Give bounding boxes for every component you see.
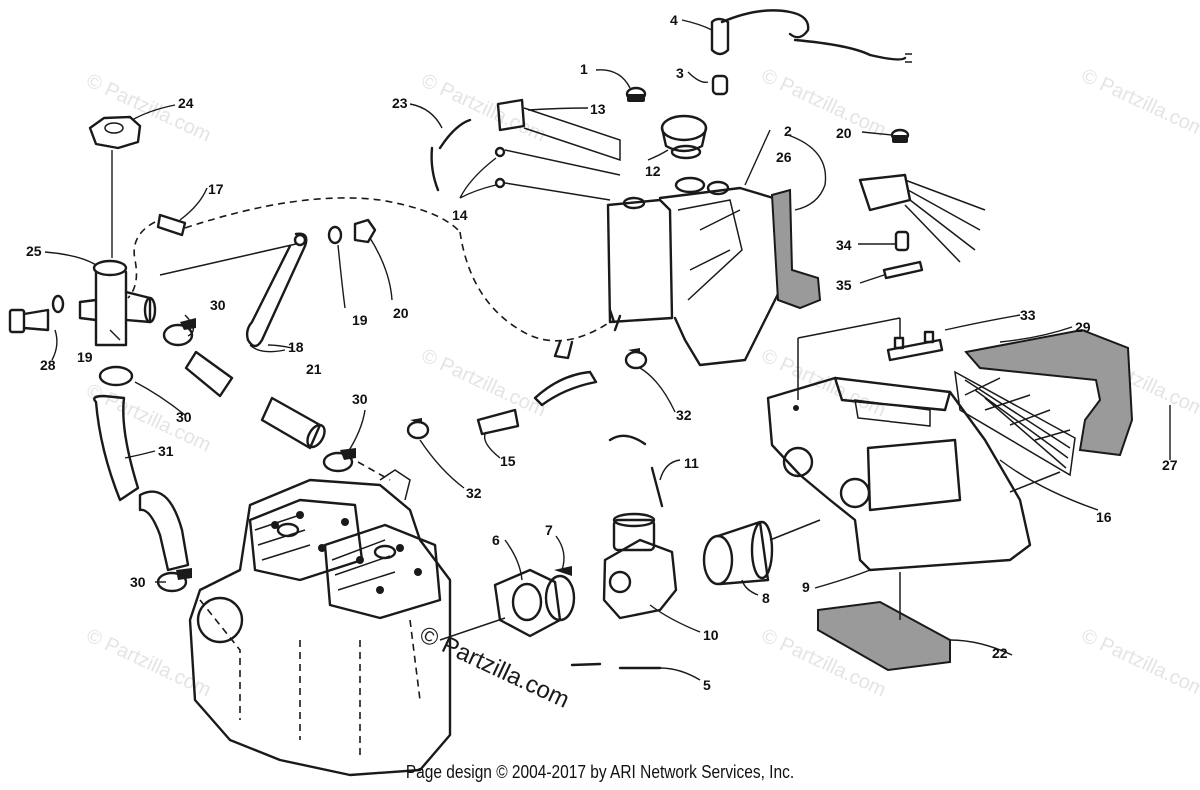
hose-clamp	[624, 348, 648, 370]
tank-bracket	[496, 98, 621, 201]
callout-21: 21	[306, 361, 322, 377]
hose-clamp	[162, 318, 196, 347]
watermark-text: © Partzilla.com	[758, 65, 889, 142]
callout-15: 15	[500, 453, 516, 469]
tee-fitting	[78, 259, 157, 347]
carb-clamp	[544, 566, 576, 622]
intake-boot	[702, 520, 774, 586]
watermark-text: © Partzilla.com	[418, 70, 549, 147]
watermark-text: © Partzilla.com	[1078, 625, 1200, 702]
callout-1: 1	[580, 61, 588, 77]
filler-cap	[660, 114, 708, 160]
bolt	[8, 294, 65, 334]
callout-35: 35	[836, 277, 852, 293]
callout-34: 34	[836, 237, 852, 253]
callout-4: 4	[670, 12, 678, 28]
vent-line	[430, 118, 472, 192]
watermarks: © Partzilla.com © Partzilla.com © Partzi…	[83, 65, 1200, 702]
leader-lines	[44, 19, 1171, 681]
watermark-text: © Partzilla.com	[83, 70, 214, 147]
callout-23: 23	[392, 95, 408, 111]
callout-20: 20	[393, 305, 409, 321]
watermark-large: © Partzilla.com	[415, 621, 573, 714]
callout-30: 30	[352, 391, 368, 407]
callout-27: 27	[1162, 457, 1178, 473]
callout-32: 32	[466, 485, 482, 501]
callout-14: 14	[452, 207, 468, 223]
radiator-cap	[88, 115, 142, 258]
callout-28: 28	[40, 357, 56, 373]
callout-20: 20	[836, 125, 852, 141]
callout-12: 12	[645, 163, 661, 179]
inlet-duct	[964, 328, 1134, 457]
engine	[188, 469, 452, 777]
callout-7: 7	[545, 522, 553, 538]
callout-5: 5	[703, 677, 711, 693]
hose-clamp	[322, 448, 356, 473]
callout-8: 8	[762, 590, 770, 606]
callout-30: 30	[210, 297, 226, 313]
foam-pad	[817, 600, 951, 672]
fuel-line	[476, 340, 664, 670]
callout-2: 2	[784, 123, 792, 139]
callout-17: 17	[208, 181, 224, 197]
side-bracket	[770, 188, 822, 310]
callout-26: 26	[776, 149, 792, 165]
callout-33: 33	[1020, 307, 1036, 323]
hose-strap	[159, 218, 377, 348]
callout-22: 22	[992, 645, 1008, 661]
callout-25: 25	[26, 243, 42, 259]
oil-tank	[606, 176, 787, 367]
callout-11: 11	[684, 455, 699, 471]
air-silencer	[766, 376, 1032, 572]
watermark-text: © Partzilla.com	[1078, 65, 1200, 142]
callout-10: 10	[703, 627, 719, 643]
elbow-hose	[93, 394, 190, 572]
callout-31: 31	[158, 443, 174, 459]
coolant-hose	[184, 350, 326, 450]
callout-30: 30	[130, 574, 146, 590]
callout-9: 9	[802, 579, 810, 595]
callout-32: 32	[676, 407, 692, 423]
watermark-text: © Partzilla.com	[418, 345, 549, 422]
callout-3: 3	[676, 65, 684, 81]
callout-16: 16	[1096, 509, 1112, 525]
callout-29: 29	[1075, 319, 1091, 335]
hose-clamp	[98, 365, 134, 387]
callout-6: 6	[492, 532, 500, 548]
callout-30: 30	[176, 409, 192, 425]
small-cap	[625, 86, 647, 102]
page-footer: Page design © 2004-2017 by ARI Network S…	[405, 762, 795, 782]
callouts: 1 2 3 4 5 6 7 8 9 10 11 12 13 14 15 16 1…	[26, 12, 1178, 693]
mount-hardware	[882, 128, 944, 362]
hose-clamp	[156, 568, 192, 593]
callout-24: 24	[178, 95, 194, 111]
callout-19: 19	[352, 312, 368, 328]
intake-flange	[493, 568, 562, 638]
hose-clamp	[406, 418, 430, 440]
callout-18: 18	[288, 339, 304, 355]
level-sensor	[710, 9, 912, 96]
bypass-hose	[127, 197, 611, 342]
wiring-harness	[858, 173, 986, 263]
screw	[494, 146, 506, 189]
callout-13: 13	[590, 101, 606, 117]
callout-19: 19	[77, 349, 93, 365]
air-screen	[954, 370, 1076, 477]
carburetor	[602, 512, 678, 620]
